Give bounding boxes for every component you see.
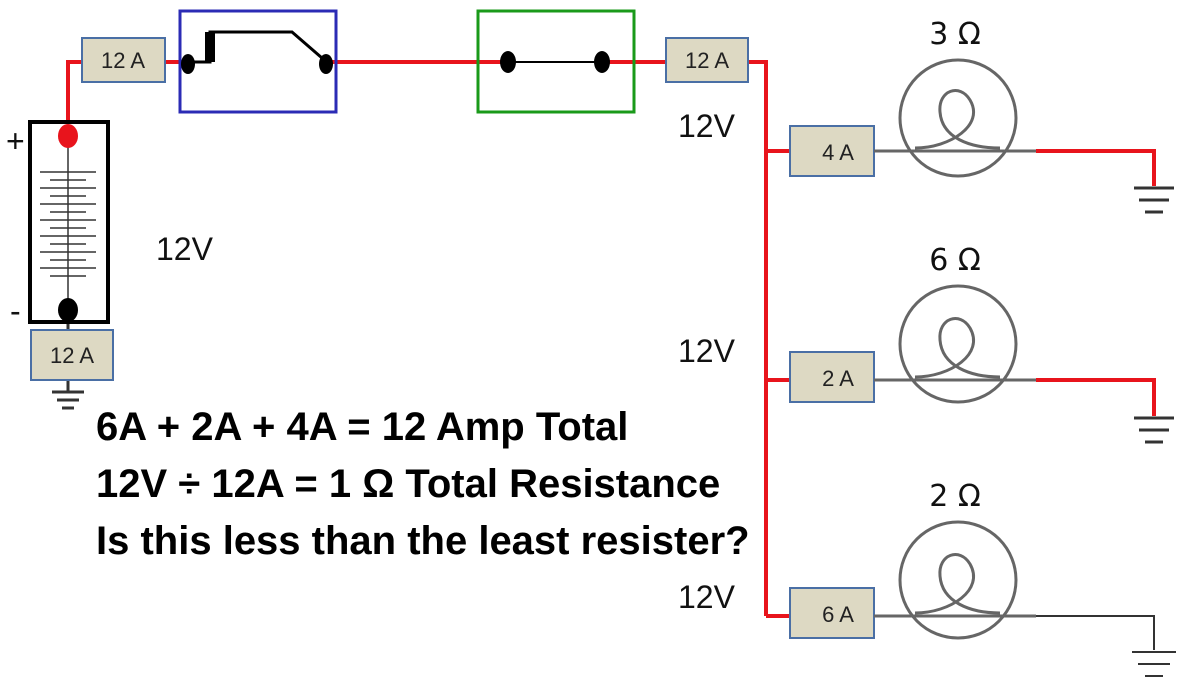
- wire-branch-3-return: [1036, 615, 1155, 650]
- wire-battery-positive: [66, 60, 82, 138]
- battery-voltage-label: 12V: [156, 231, 214, 267]
- battery-cell-lines: [40, 142, 96, 300]
- circuit-breaker: [178, 9, 338, 114]
- branch-1-voltage: 12V: [678, 108, 736, 144]
- battery-plus-sign: +: [6, 123, 25, 159]
- meter-top-right: 12 A: [665, 37, 749, 83]
- meter-branch-1: 4 A: [789, 125, 875, 177]
- meter-top-left: 12 A: [81, 37, 166, 83]
- calc-line-2: 12V ÷ 12A = 1 Ω Total Resistance: [96, 462, 720, 506]
- meter-branch-2-label: 2 A: [822, 366, 854, 391]
- meter-battery-bottom-label: 12 A: [50, 343, 94, 368]
- calc-line-3: Is this less than the least resister?: [96, 519, 750, 563]
- meter-top-left-label: 12 A: [101, 48, 145, 73]
- switch-box: [476, 9, 636, 114]
- battery: + - 12V: [6, 120, 214, 329]
- breaker-right-contact: [319, 54, 333, 74]
- ground-icon: [52, 390, 84, 410]
- ground-icon: [1134, 416, 1174, 444]
- meter-branch-2: 2 A: [789, 351, 875, 403]
- branch-2-voltage: 12V: [678, 333, 736, 369]
- branch-3-voltage: 12V: [678, 579, 736, 615]
- resistor-3-label: 2 Ω: [929, 479, 981, 514]
- battery-negative-terminal: [58, 298, 78, 322]
- wire-branch-2-return: [1036, 378, 1156, 416]
- meter-branch-3-label: 6 A: [822, 602, 854, 627]
- meter-branch-1-label: 4 A: [822, 140, 854, 165]
- resistor-2-label: 6 Ω: [929, 243, 981, 278]
- calc-line-1: 6A + 2A + 4A = 12 Amp Total: [96, 405, 628, 449]
- lamp-2-bulb: [898, 284, 1018, 404]
- lamp-branch-1: [874, 58, 1036, 178]
- lamp-branch-3: [874, 520, 1036, 640]
- lamp-1-bulb: [898, 58, 1018, 178]
- battery-minus-sign: -: [10, 293, 21, 329]
- breaker-left-contact: [181, 54, 195, 74]
- resistor-1-label: 3 Ω: [929, 17, 981, 52]
- wire-branch-1-return: [1036, 149, 1156, 186]
- battery-case: [28, 120, 110, 324]
- switch-right-contact: [594, 51, 610, 73]
- ground-icon: [1132, 651, 1176, 677]
- meter-top-right-label: 12 A: [685, 48, 729, 73]
- lamp-3-filament: [914, 553, 1001, 615]
- ground-icon: [1134, 186, 1174, 214]
- battery-positive-terminal: [58, 124, 78, 148]
- meter-branch-3: 6 A: [789, 587, 875, 639]
- lamp-branch-2: [874, 284, 1036, 404]
- switch: [476, 9, 636, 114]
- lamp-3-bulb: [898, 520, 1018, 640]
- breaker-box: [178, 9, 338, 114]
- meter-battery-bottom: 12 A: [30, 329, 114, 381]
- lamp-2-filament: [914, 317, 1001, 379]
- switch-left-contact: [500, 51, 516, 73]
- breaker-latch: [205, 32, 215, 62]
- lamp-1-filament: [914, 89, 1001, 150]
- wire-main-bus: [748, 60, 768, 616]
